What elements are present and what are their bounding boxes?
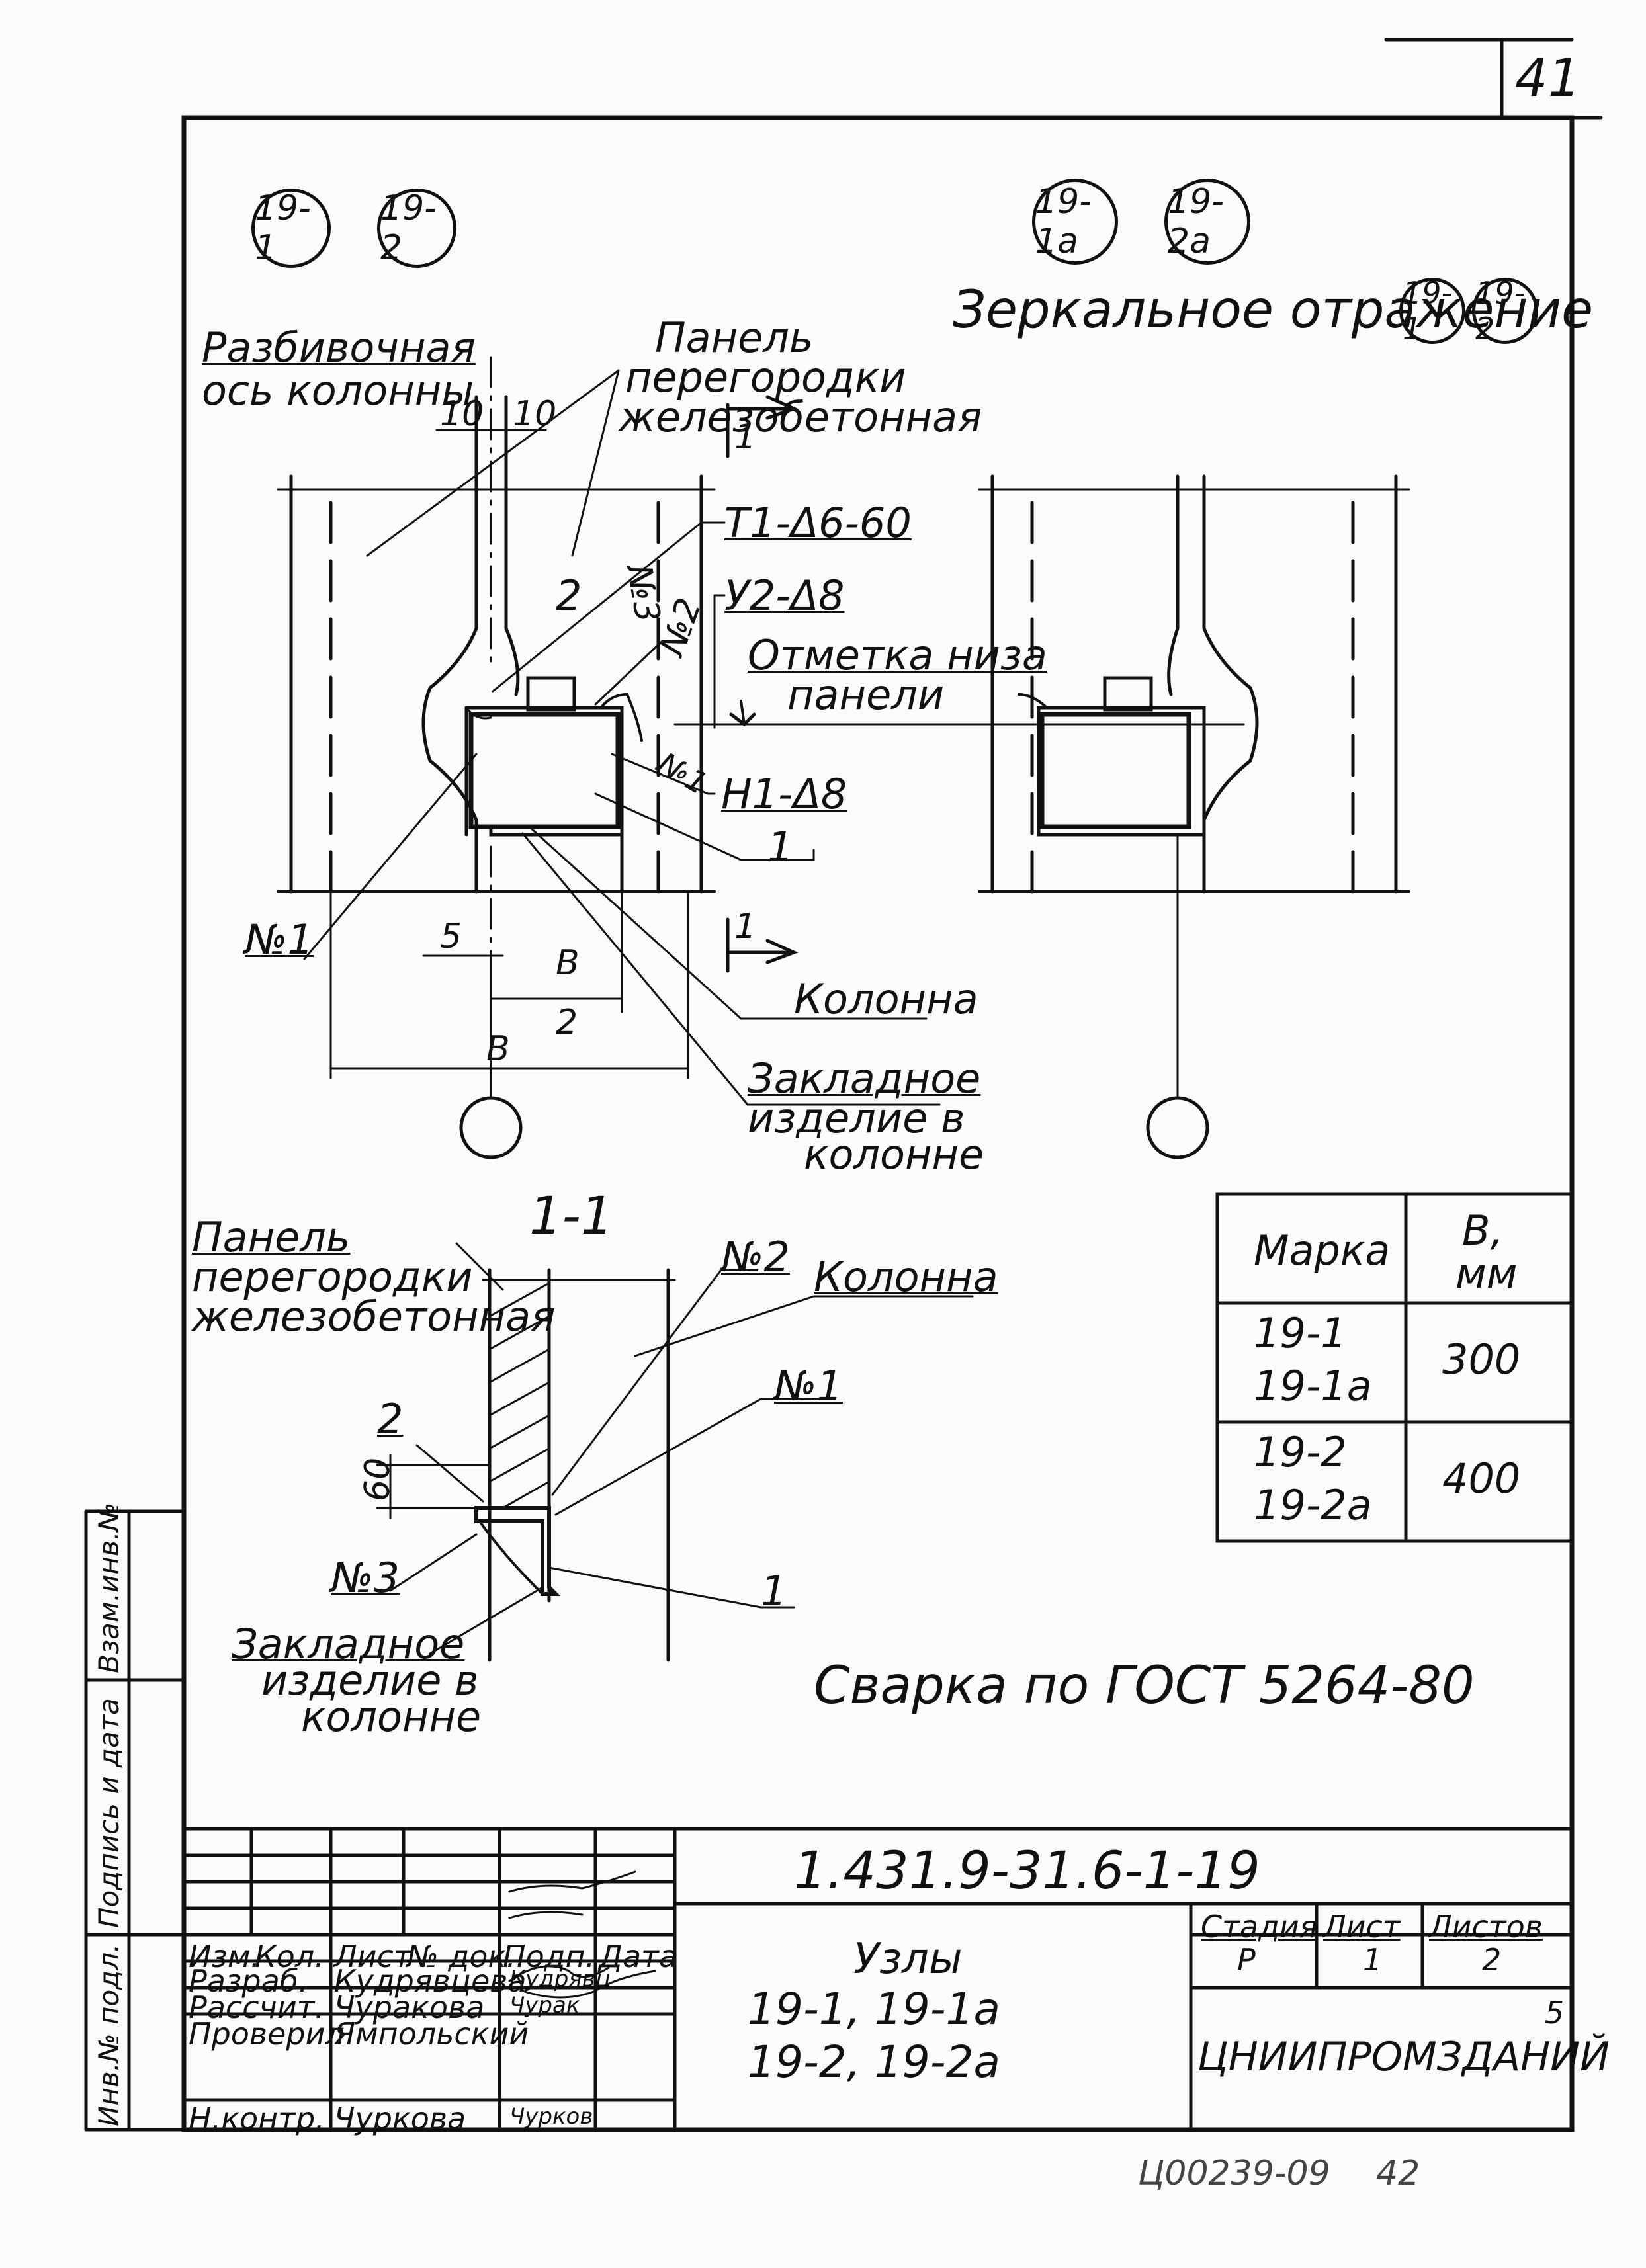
tb-col-kol: Кол. bbox=[255, 1939, 324, 1974]
weld-t1: Т1-Δ6-60 bbox=[724, 499, 912, 547]
tb-sign-3: Чурков bbox=[509, 2103, 593, 2130]
tb-title-1: Узлы bbox=[853, 1935, 963, 1984]
doc-code: 1.431.9-31.6-1-19 bbox=[794, 1841, 1260, 1901]
section-mark-no3: №3 bbox=[331, 1554, 400, 1602]
section-title: 1-1 bbox=[529, 1187, 614, 1246]
section-mark-no2: №2 bbox=[721, 1233, 790, 1281]
tb-sheets-header: Листов bbox=[1429, 1909, 1543, 1945]
tb-col-sign: Подп. bbox=[503, 1939, 595, 1974]
table-row2-mark1: 19-2 bbox=[1254, 1428, 1347, 1476]
section-mark-bottom: 1 bbox=[734, 907, 757, 946]
archive-page: 42 bbox=[1376, 2154, 1420, 2193]
tb-title-2: 19-1, 19-1а bbox=[748, 1984, 1000, 2035]
section-mark-1: 1 bbox=[761, 1567, 787, 1615]
table-row1-mark2: 19-1а bbox=[1254, 1362, 1372, 1410]
tb-name-0: Кудрявцева bbox=[334, 1963, 527, 1999]
tb-org-mark: 5 bbox=[1545, 1995, 1565, 2031]
welding-note: Сварка по ГОСТ 5264-80 bbox=[814, 1656, 1475, 1716]
table-header-mark: Марка bbox=[1254, 1226, 1391, 1275]
elevation-1: Отметка низа bbox=[748, 631, 1047, 679]
tb-role-0: Разраб. bbox=[189, 1963, 308, 1999]
tb-sign-0: Кудрявц bbox=[509, 1966, 611, 1992]
weld-n1: Н1-Δ8 bbox=[721, 770, 847, 818]
panel-label-2: перегородки bbox=[625, 353, 906, 401]
tb-role-1: Рассчит. bbox=[189, 1990, 325, 2025]
mark-2-plan: 2 bbox=[556, 571, 582, 620]
dim-b-half-den: 2 bbox=[556, 1003, 578, 1042]
panel-label-1: Панель bbox=[655, 314, 814, 362]
elevation-2: панели bbox=[787, 671, 945, 719]
panel-label-3: железобетонная bbox=[619, 393, 982, 441]
side-stamp-replace: Взам.инв.№ bbox=[93, 1502, 125, 1673]
table-row2-value: 400 bbox=[1442, 1454, 1521, 1503]
section-embed-3: колонне bbox=[301, 1693, 482, 1741]
marker-19-2: 19-2 bbox=[377, 189, 456, 268]
section-dim-60: 60 bbox=[358, 1457, 398, 1501]
mirror-ref-19-2: 19-2 bbox=[1472, 275, 1538, 347]
archive-number: Ц00239-09 bbox=[1138, 2154, 1330, 2193]
tb-col-doc: № док. bbox=[407, 1939, 516, 1974]
tb-sheets: 2 bbox=[1482, 1942, 1502, 1978]
table-header-mm: мм bbox=[1455, 1249, 1518, 1298]
table-row1-mark1: 19-1 bbox=[1254, 1309, 1347, 1357]
section-embed-1: Закладное bbox=[232, 1620, 465, 1668]
tb-role-2: Проверил bbox=[189, 2016, 345, 2052]
section-panel-2: перегородки bbox=[192, 1253, 473, 1301]
axis-label-2: ось колонны bbox=[202, 366, 474, 415]
tb-col-izm: Изм. bbox=[189, 1939, 261, 1974]
section-mark-top: 1 bbox=[734, 417, 757, 457]
marker-19-2a: 19-2а bbox=[1164, 179, 1250, 265]
tb-stage: Р bbox=[1237, 1942, 1256, 1978]
column-label-plan: Колонна bbox=[794, 975, 978, 1023]
table-row1-value: 300 bbox=[1442, 1335, 1521, 1384]
dim-5: 5 bbox=[440, 917, 462, 956]
tb-stage-header: Стадия bbox=[1201, 1909, 1318, 1945]
embed-plan-1: Закладное bbox=[748, 1054, 981, 1103]
mark-no1-plan: №1 bbox=[245, 915, 314, 964]
marker-19-1: 19-1 bbox=[251, 189, 331, 268]
mark-no3-plan: №3 bbox=[618, 562, 668, 626]
tb-name-3: Чуркова bbox=[334, 2101, 466, 2136]
tb-role-3: Н.контр. bbox=[189, 2101, 325, 2136]
weld-u2: У2-Δ8 bbox=[724, 571, 845, 620]
embed-plan-3: колонне bbox=[804, 1130, 984, 1179]
tb-sheet: 1 bbox=[1363, 1942, 1383, 1978]
dim-b: В bbox=[486, 1029, 510, 1069]
section-mark-no1: №1 bbox=[774, 1362, 843, 1410]
tb-col-list: Лист bbox=[334, 1939, 412, 1974]
section-column: Колонна bbox=[814, 1253, 998, 1301]
tb-name-1: Чуракова bbox=[334, 1990, 485, 2025]
section-embed-2: изделие в bbox=[261, 1656, 479, 1704]
section-mark-2: 2 bbox=[377, 1395, 404, 1443]
tb-sign-1: Чурак bbox=[509, 1992, 580, 2019]
marker-19-1a: 19-1а bbox=[1032, 179, 1118, 265]
table-header-b: В, bbox=[1462, 1206, 1504, 1255]
side-stamp-sign: Подпись и дата bbox=[93, 1698, 125, 1928]
section-panel-1: Панель bbox=[192, 1213, 351, 1261]
mark-1-plan: 1 bbox=[767, 823, 794, 871]
tb-col-date: Дата bbox=[599, 1939, 678, 1974]
dim-10-left: 10 bbox=[440, 394, 484, 434]
section-panel-3: железобетонная bbox=[192, 1292, 556, 1341]
embed-plan-2: изделие в bbox=[748, 1094, 965, 1142]
axis-label-1: Разбивочная bbox=[202, 323, 476, 372]
table-row2-mark2: 19-2а bbox=[1254, 1481, 1372, 1529]
dim-10-right: 10 bbox=[513, 394, 557, 434]
tb-org: ЦНИИПРОМЗДАНИЙ bbox=[1197, 2034, 1610, 2080]
dim-b-half-num: В bbox=[556, 943, 580, 983]
side-stamp-inv: Инв.№ подл. bbox=[93, 1943, 125, 2126]
page-number: 41 bbox=[1515, 49, 1581, 108]
tb-sheet-header: Лист bbox=[1323, 1909, 1401, 1945]
tb-name-2: Ямпольский bbox=[334, 2016, 529, 2052]
tb-title-3: 19-2, 19-2а bbox=[748, 2037, 1000, 2087]
mirror-ref-19-1: 19-1 bbox=[1399, 275, 1465, 347]
